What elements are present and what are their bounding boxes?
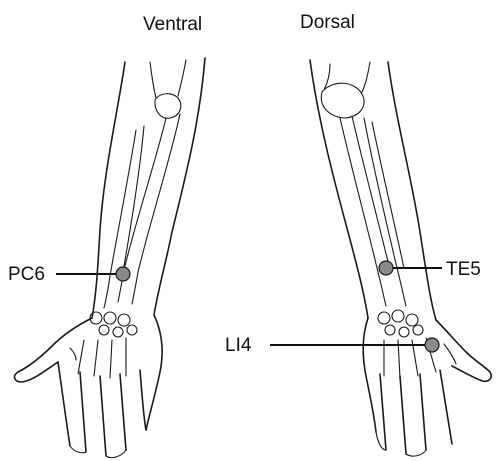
li4-point <box>425 338 439 352</box>
te5-label: TE5 <box>446 260 481 279</box>
ventral-heading: Ventral <box>143 15 202 34</box>
ventral-arm <box>15 58 205 458</box>
dorsal-heading: Dorsal <box>300 13 355 32</box>
pc6-label: PC6 <box>8 265 45 284</box>
te5-point <box>379 261 393 275</box>
pc6-point <box>116 267 130 281</box>
li4-label: LI4 <box>225 336 251 355</box>
